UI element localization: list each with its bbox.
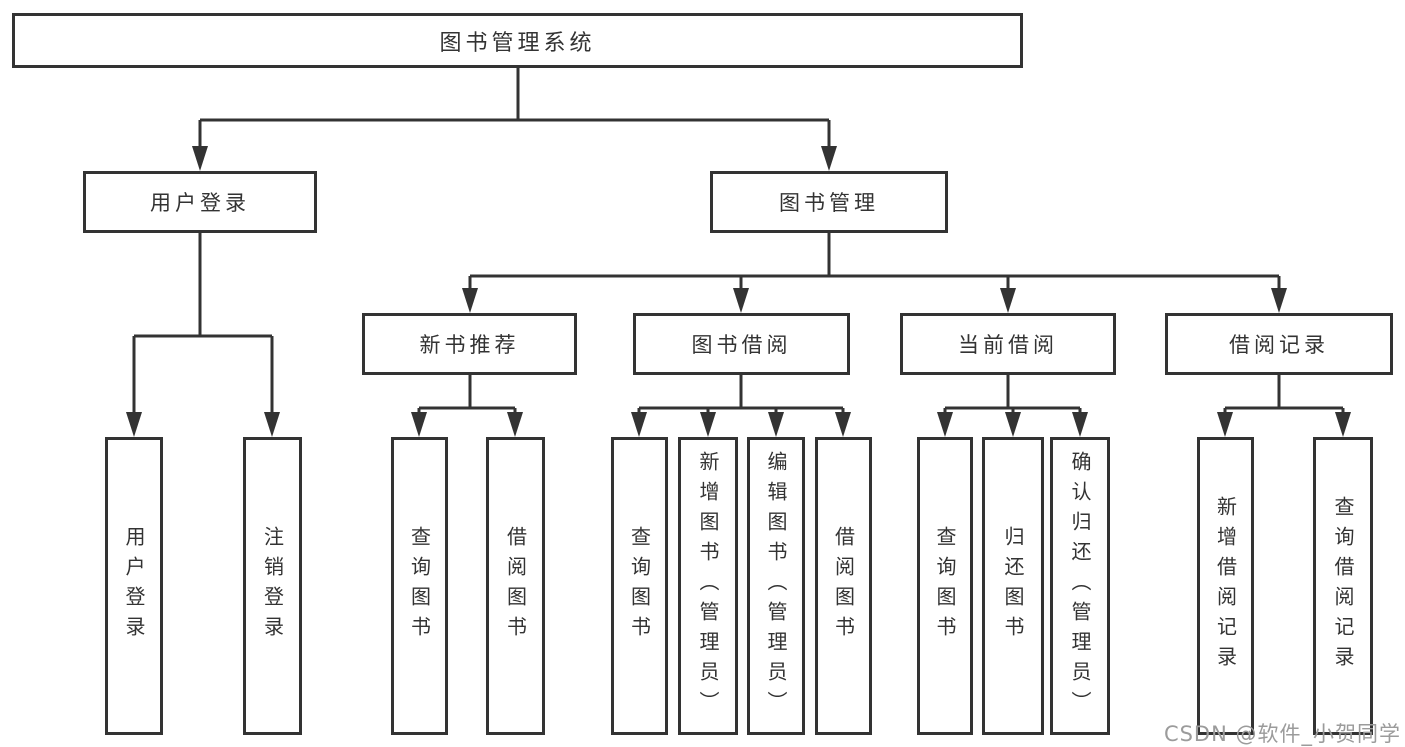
leaf-query-books-current: 查询图书 <box>917 437 973 735</box>
leaf-query-books-recommend: 查询图书 <box>391 437 448 735</box>
node-borrowing-records: 借阅记录 <box>1165 313 1393 375</box>
node-user-login-module: 用户登录 <box>83 171 317 233</box>
leaf-query-borrow-record: 查询借阅记录 <box>1313 437 1373 735</box>
node-new-book-recommend: 新书推荐 <box>362 313 577 375</box>
leaf-edit-books-admin: 编辑图书（管理员） <box>747 437 805 735</box>
node-current-borrowing: 当前借阅 <box>900 313 1116 375</box>
leaf-return-books: 归还图书 <box>982 437 1044 735</box>
leaf-add-borrow-record: 新增借阅记录 <box>1197 437 1254 735</box>
leaf-borrow-books-borrowing: 借阅图书 <box>815 437 872 735</box>
node-book-management: 图书管理 <box>710 171 948 233</box>
csdn-watermark: CSDN @软件_小贺同学 <box>1163 722 1401 746</box>
leaf-borrow-books-recommend: 借阅图书 <box>486 437 545 735</box>
leaf-user-login: 用户登录 <box>105 437 163 735</box>
leaf-logout: 注销登录 <box>243 437 302 735</box>
leaf-confirm-return-admin: 确认归还（管理员） <box>1050 437 1110 735</box>
leaf-add-books-admin: 新增图书（管理员） <box>678 437 738 735</box>
node-book-borrowing: 图书借阅 <box>633 313 850 375</box>
node-library-management-system: 图书管理系统 <box>12 13 1023 68</box>
leaf-query-books-borrowing: 查询图书 <box>611 437 668 735</box>
